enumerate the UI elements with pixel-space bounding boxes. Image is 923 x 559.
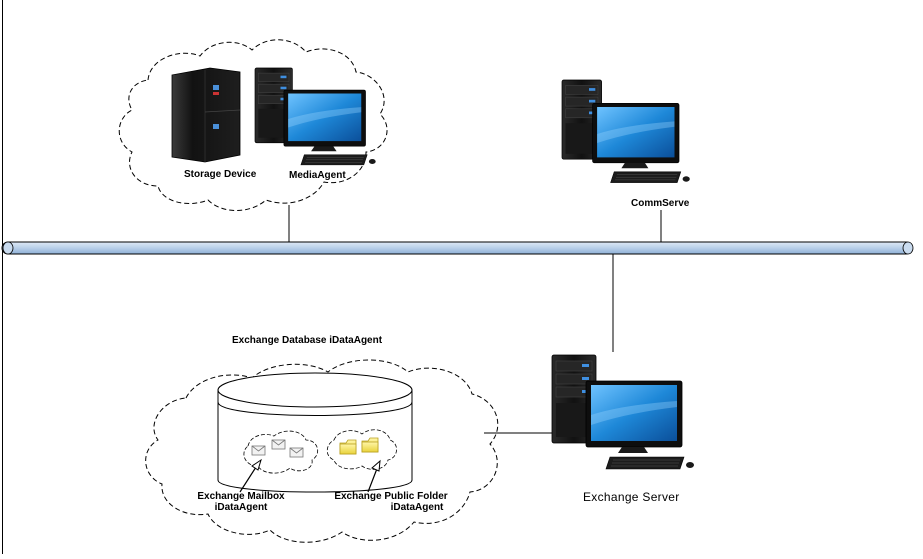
exchange-server-computer-icon [551,354,695,470]
exchange-mailbox-label: Exchange Mailbox iDataAgent [186,491,296,513]
storage-device-label: Storage Device [184,169,257,180]
public-folder-subcloud [326,429,397,470]
network-bus [1,241,914,255]
exchange-database-agent-label: Exchange Database iDataAgent [232,335,383,346]
exchange-server-label: Exchange Server [583,490,680,504]
media-agent-computer-icon [254,67,377,166]
commserve-label: CommServe [631,198,690,209]
storage-cloud [118,39,388,211]
exchange-public-folder-label-line1: Exchange Public Folder [334,491,448,502]
exchange-cloud [145,359,499,543]
exchange-mailbox-label-line1: Exchange Mailbox [197,491,285,502]
exchange-database-cylinder [217,372,413,493]
storage-rack-icon [171,67,241,163]
exchange-public-folder-label: Exchange Public Folder iDataAgent [326,491,456,513]
mailbox-pointer-arrow [239,458,262,493]
exchange-public-folder-label-line2: iDataAgent [390,502,444,513]
mailbox-subcloud [243,430,319,474]
public-folder-pointer-arrow [367,459,381,493]
commserve-computer-icon [561,79,691,184]
exchange-mailbox-label-line2: iDataAgent [214,502,268,513]
media-agent-label: MediaAgent [289,170,346,181]
